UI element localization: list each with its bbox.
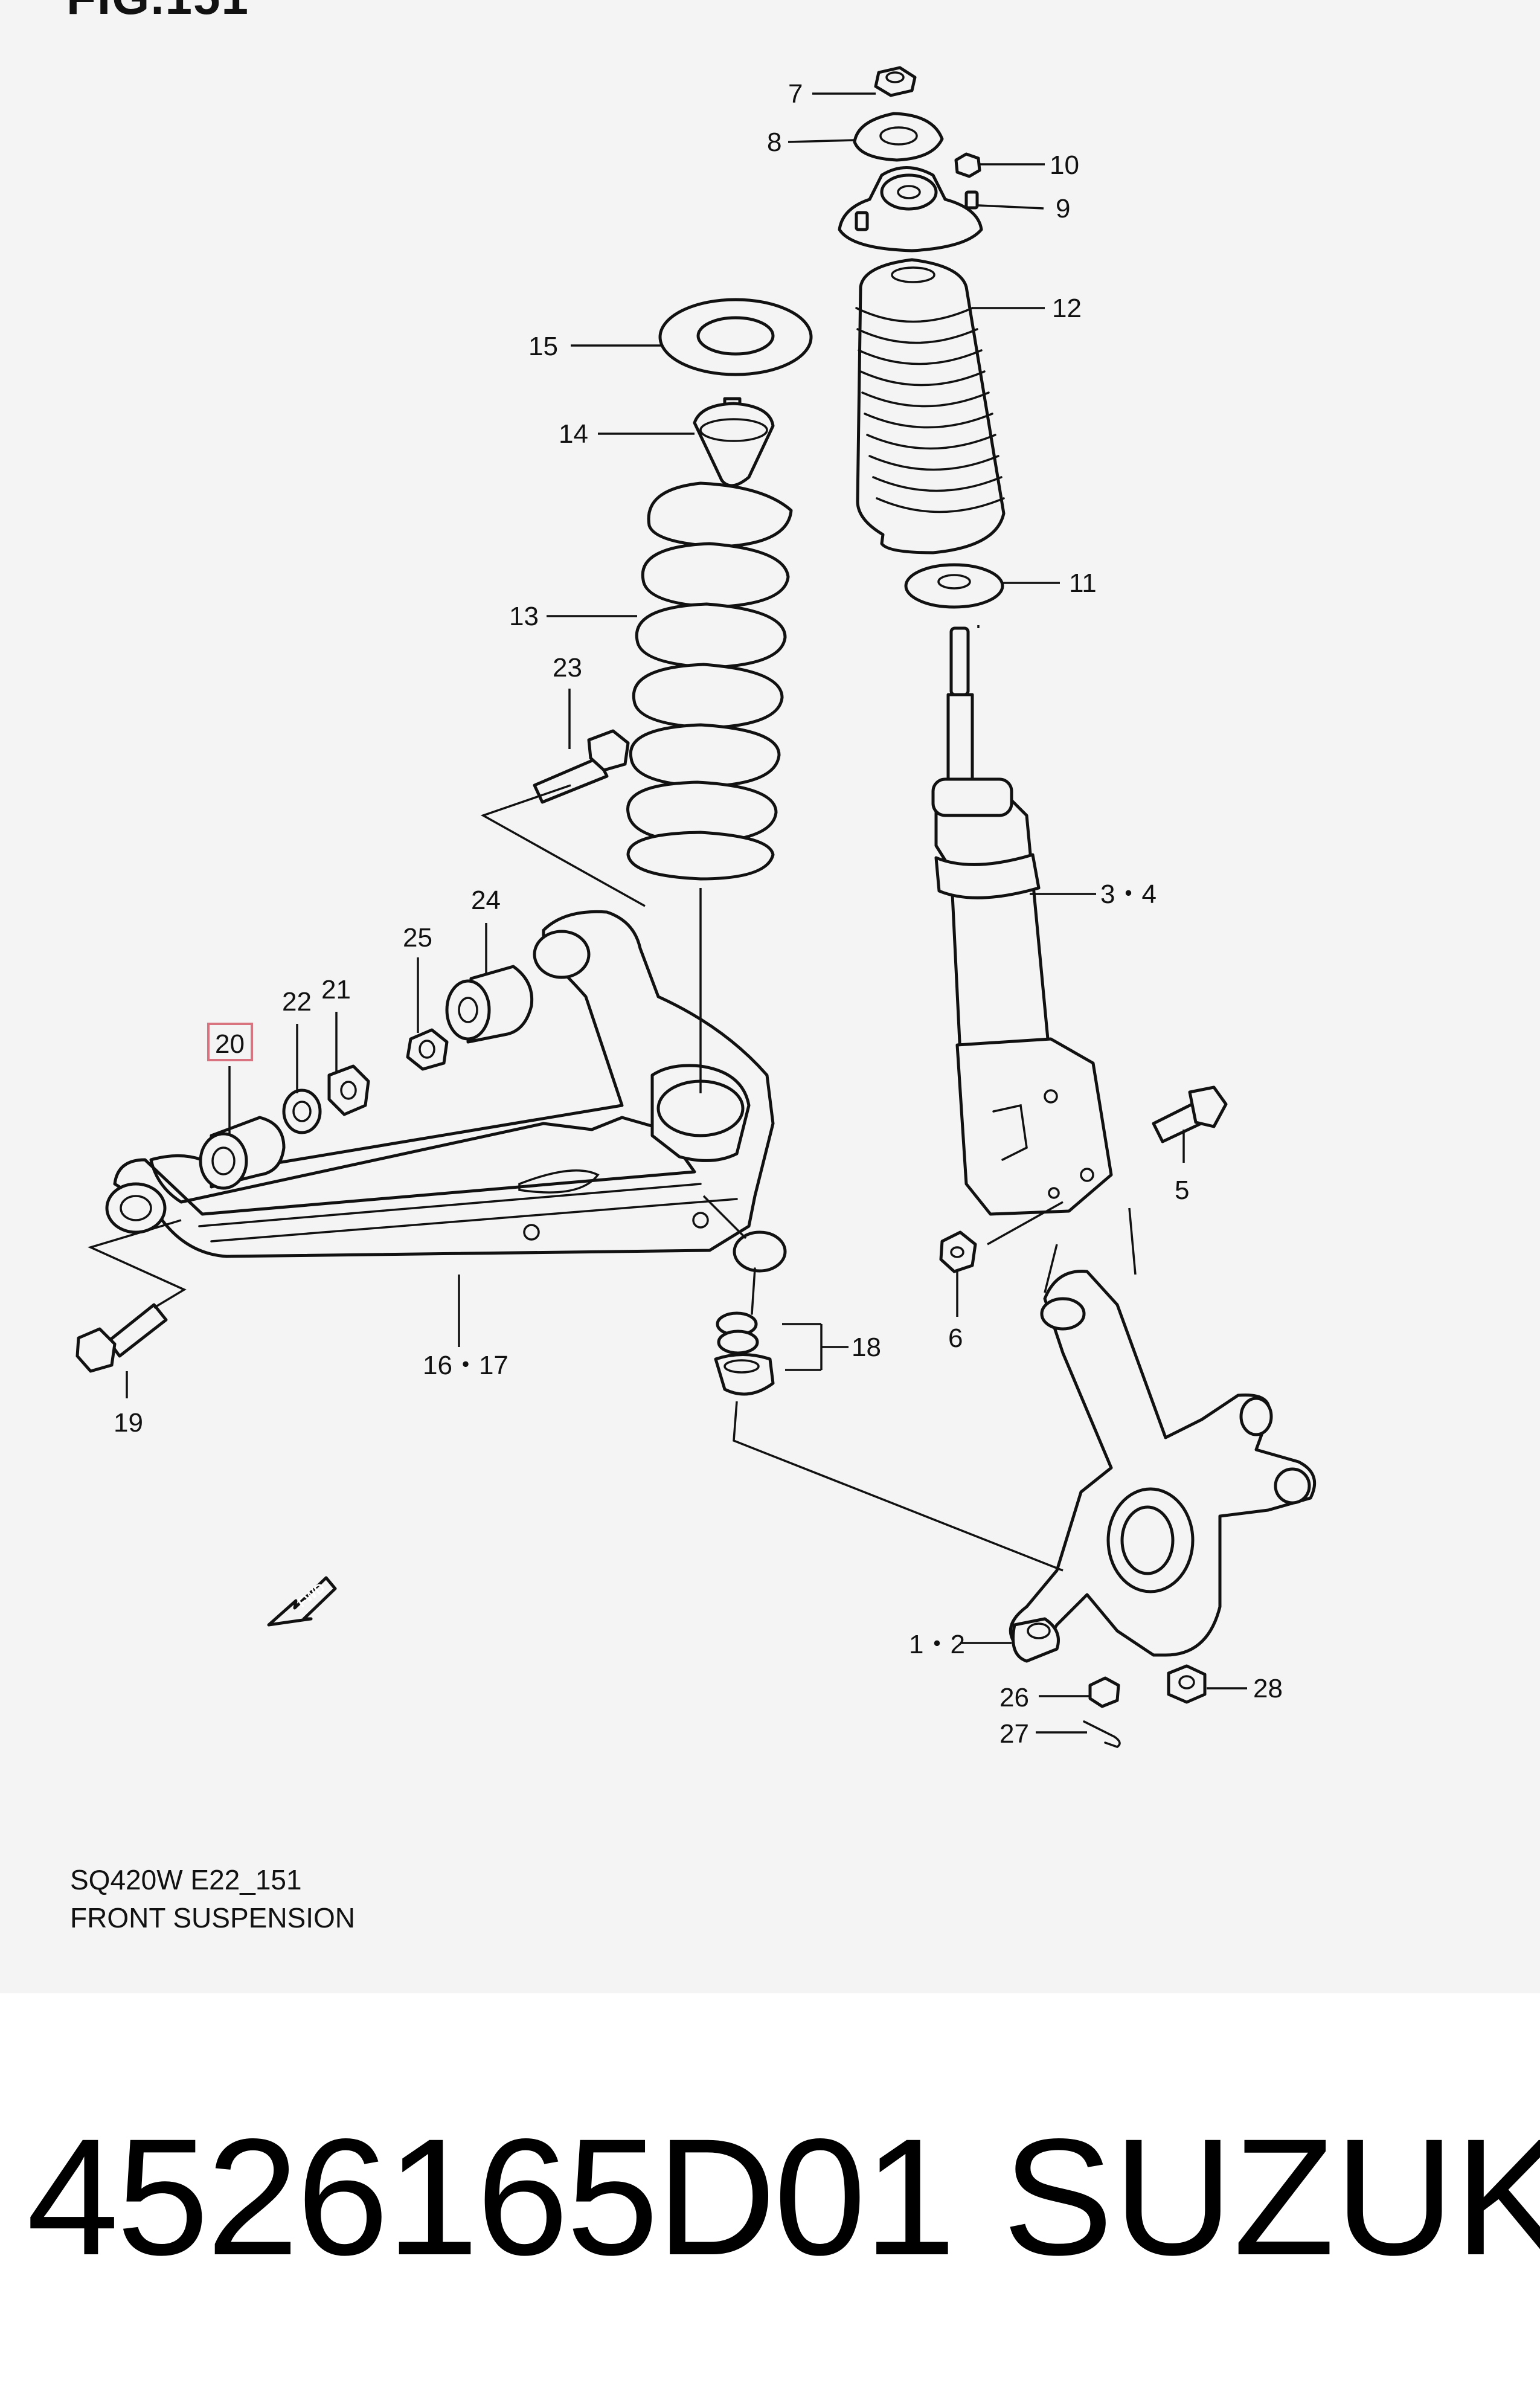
part-6-nut xyxy=(939,1230,977,1273)
callout-12: 12 xyxy=(1052,294,1082,323)
part-23-bolt xyxy=(533,729,630,804)
callout-13: 13 xyxy=(509,602,539,631)
part-15-spring-seat xyxy=(658,298,813,376)
callout-19: 19 xyxy=(114,1408,143,1438)
part-5-bolt xyxy=(1152,1085,1228,1143)
callout-1-2: 1・2 xyxy=(909,1630,965,1659)
callout-7: 7 xyxy=(788,79,803,109)
part-19-bolt xyxy=(75,1303,168,1373)
part-8-washer xyxy=(853,112,944,162)
part-22-washer xyxy=(282,1088,322,1134)
part-21-nut xyxy=(327,1064,370,1116)
callout-9: 9 xyxy=(1056,194,1070,223)
leader-lines xyxy=(126,92,1247,1734)
part-7-nut xyxy=(874,66,917,97)
callout-11: 11 xyxy=(1069,568,1097,598)
part-24-bushing xyxy=(445,965,534,1044)
figure-title: FIG.151 xyxy=(66,0,249,25)
assembly-lines xyxy=(88,625,1137,1572)
callout-10: 10 xyxy=(1050,150,1079,180)
callout-23: 23 xyxy=(553,653,582,683)
part-25-nut xyxy=(406,1028,449,1071)
exploded-parts-diagram: FWD xyxy=(75,66,1317,1749)
part-16-17-lower-arm xyxy=(105,910,775,1258)
callout-27: 27 xyxy=(999,1719,1029,1749)
callout-5: 5 xyxy=(1175,1175,1189,1205)
part-11-spring-seat xyxy=(904,563,1004,609)
part-27-cotter-pin xyxy=(1083,1720,1121,1748)
callout-6: 6 xyxy=(948,1323,963,1353)
part-3-4-strut xyxy=(931,626,1113,1216)
callout-25: 25 xyxy=(403,923,432,953)
brand-name: SUZUKI xyxy=(1003,2104,1540,2290)
callout-16-17: 16・17 xyxy=(423,1351,509,1380)
part-10-nut xyxy=(954,152,981,178)
part-9-strut-mount xyxy=(838,166,983,252)
part-18-ball-joint xyxy=(714,1230,787,1396)
callout-8: 8 xyxy=(767,127,781,157)
callout-24: 24 xyxy=(471,886,501,915)
diagram-title: FRONT SUSPENSION xyxy=(70,1902,355,1934)
part-12-dust-boot xyxy=(855,258,1006,555)
part-number: 4526165D01 xyxy=(27,2104,956,2290)
callout-14: 14 xyxy=(559,419,588,449)
callout-21: 21 xyxy=(321,975,351,1005)
part-1-2-steering-knuckle xyxy=(1009,1270,1317,1663)
callout-3-4: 3・4 xyxy=(1100,879,1157,909)
callout-28: 28 xyxy=(1253,1674,1283,1703)
fwd-arrow-icon: FWD xyxy=(267,1576,337,1627)
callout-labels: 7 8 10 9 12 11 15 14 13 23 24 25 21 22 2… xyxy=(114,79,1283,1749)
part-13-coil-spring xyxy=(626,481,793,881)
callout-18: 18 xyxy=(852,1333,881,1362)
callout-15: 15 xyxy=(528,332,558,361)
callout-26: 26 xyxy=(999,1683,1029,1712)
callout-20: 20 xyxy=(215,1029,245,1059)
part-14-bump-stopper xyxy=(693,397,775,487)
model-code: SQ420W E22_151 xyxy=(70,1864,302,1895)
callout-20-highlight xyxy=(207,1023,253,1061)
part-28-nut xyxy=(1167,1664,1207,1704)
callout-22: 22 xyxy=(282,987,312,1017)
part-26-castle-nut xyxy=(1088,1676,1120,1708)
